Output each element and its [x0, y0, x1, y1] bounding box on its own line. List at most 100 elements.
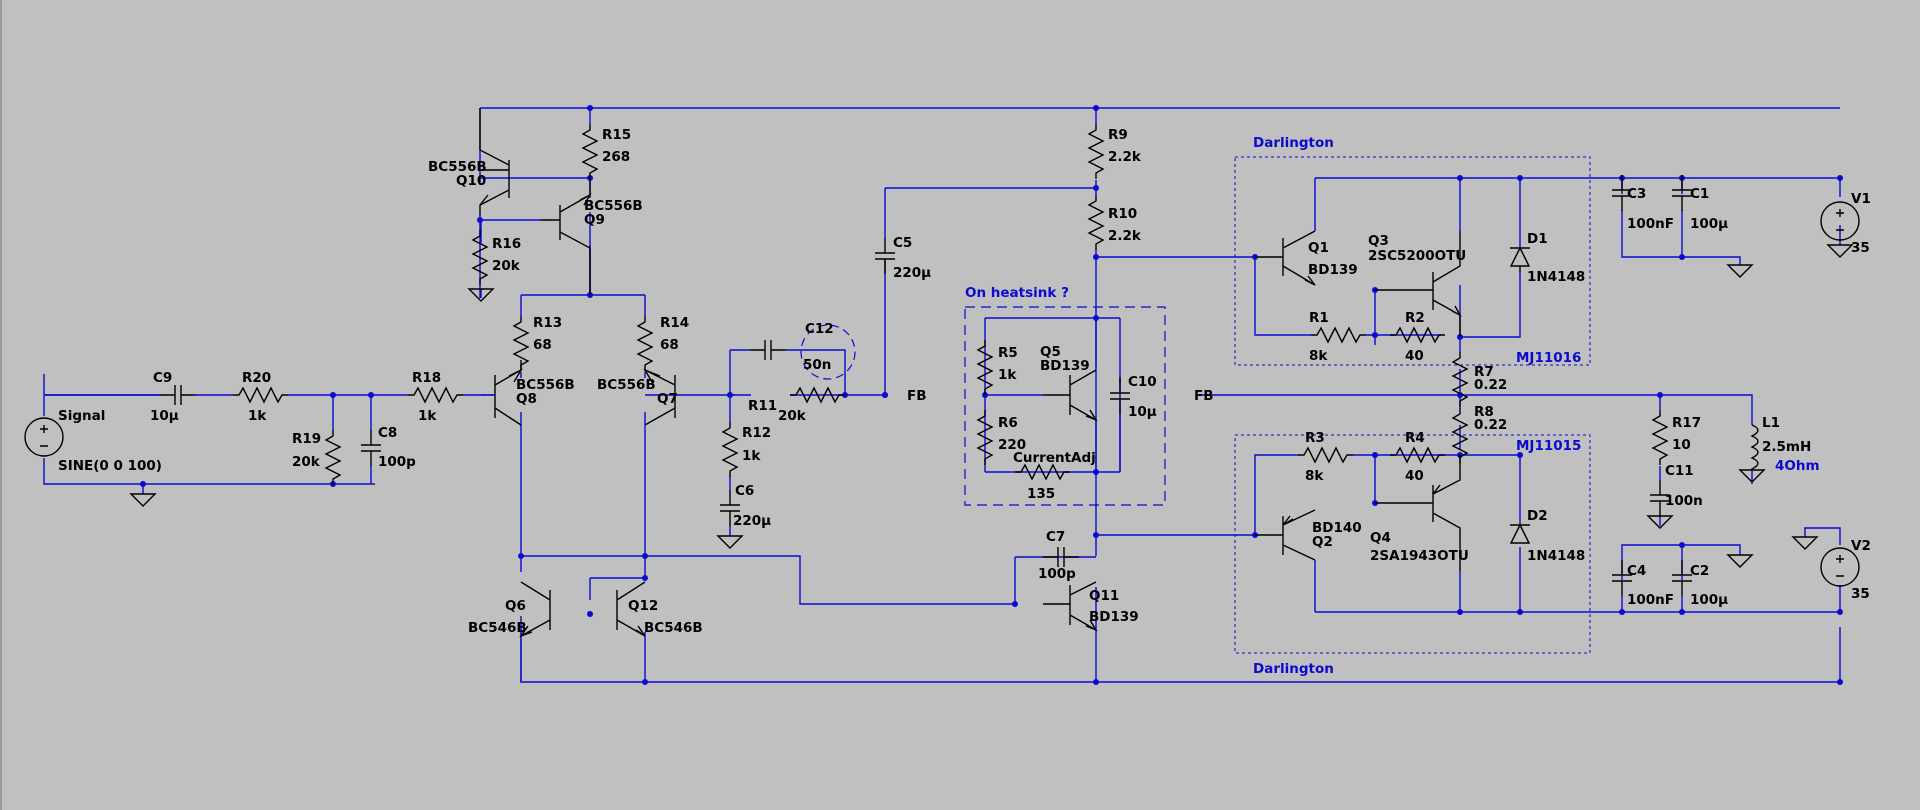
q3-name-label: Q3 — [1368, 233, 1389, 249]
load-label: 4Ohm — [1775, 458, 1820, 474]
fb-net-label-left: FB — [907, 388, 927, 404]
c9-name-label: C9 — [153, 370, 172, 386]
heatsink-box — [964, 306, 1166, 506]
r19-name-label: R19 — [292, 431, 321, 447]
r2-value-label: 40 — [1405, 348, 1424, 364]
q6-name-label: Q6 — [505, 598, 526, 614]
d2-name-label: D2 — [1527, 508, 1548, 524]
q2-transistor-icon — [1255, 509, 1316, 561]
r7-value-label: 0.22 — [1474, 377, 1507, 393]
r11-value-label: 20k — [778, 408, 807, 424]
r14-resistor-icon — [637, 315, 653, 372]
r13-name-label: R13 — [533, 315, 562, 331]
darlington-bottom-box — [1234, 434, 1591, 654]
d1-name-label: D1 — [1527, 231, 1548, 247]
q6-transistor-icon — [519, 581, 551, 638]
c6-value-label: 220µ — [733, 513, 771, 529]
fb-net-label-right: FB — [1194, 388, 1214, 404]
q4-name-label: Q4 — [1370, 530, 1391, 546]
r6-value-label: 220 — [998, 437, 1026, 453]
window-left-border — [0, 0, 2, 810]
darlington-top-box — [1234, 156, 1591, 366]
r8-name-label: R8 — [1474, 404, 1494, 420]
r10-value-label: 2.2k — [1108, 228, 1142, 244]
r17-resistor-icon — [1652, 409, 1668, 466]
currentadj-name-label: CurrentAdj — [1013, 450, 1096, 466]
on-heatsink-label: On heatsink ? — [965, 285, 1069, 301]
c12-value-label: 50n — [803, 357, 831, 373]
q4-value-label: 2SA1943OTU — [1370, 548, 1469, 564]
r12-name-label: R12 — [742, 425, 771, 441]
r4-value-label: 40 — [1405, 468, 1424, 484]
c6-name-label: C6 — [735, 483, 754, 499]
c12-name-label: C12 — [805, 321, 834, 337]
r9-value-label: 2.2k — [1108, 149, 1142, 165]
c4-value-label: 100nF — [1627, 592, 1674, 608]
q8-name-label: Q8 — [516, 391, 537, 407]
r20-name-label: R20 — [242, 370, 271, 386]
q11-transistor-icon — [1043, 581, 1098, 632]
c7-value-label: 100p — [1038, 566, 1076, 582]
r8-value-label: 0.22 — [1474, 417, 1507, 433]
r17-name-label: R17 — [1672, 415, 1701, 431]
q10-transistor-icon — [479, 108, 510, 215]
wires — [43, 107, 1841, 683]
c2-value-label: 100µ — [1690, 592, 1728, 608]
r20-resistor-icon — [232, 387, 289, 403]
r5-value-label: 1k — [998, 367, 1017, 383]
q7-transistor-icon — [643, 368, 676, 426]
q7-name-label: Q7 — [657, 391, 678, 407]
l1-name-label: L1 — [1762, 415, 1780, 431]
c8-name-label: C8 — [378, 425, 397, 441]
q1-value-label: BD139 — [1308, 262, 1358, 278]
r11-name-label: R11 — [748, 398, 777, 414]
l1-value-label: 2.5mH — [1762, 439, 1811, 455]
r20-value-label: 1k — [248, 408, 267, 424]
signal-name-label: Signal — [58, 408, 105, 424]
c9-value-label: 10µ — [150, 408, 179, 424]
component-labels: Signal SINE(0 0 100) C9 10µ R20 1k R19 2… — [58, 127, 1871, 636]
r7-name-label: R7 — [1474, 364, 1494, 380]
c9-capacitor-icon — [159, 384, 197, 406]
mj11015-label: MJ11015 — [1516, 438, 1581, 454]
q10-name-label: Q10 — [456, 173, 486, 189]
q12-value-label: BC546B — [644, 620, 703, 636]
q8-transistor-icon — [494, 360, 523, 426]
r18-resistor-icon — [407, 387, 464, 403]
r6-name-label: R6 — [998, 415, 1018, 431]
signal-value-label: SINE(0 0 100) — [58, 458, 162, 474]
v1-value-label: 35 — [1851, 240, 1870, 256]
annotations: Darlington Darlington On heatsink ? MJ11… — [965, 135, 1820, 677]
ground-icon — [1827, 244, 1853, 258]
r1-resistor-icon — [1310, 327, 1367, 343]
d1-value-label: 1N4148 — [1527, 269, 1585, 285]
currentadj-value-label: 135 — [1027, 486, 1055, 502]
ground-icon — [717, 535, 743, 549]
q4-transistor-icon — [1375, 455, 1461, 571]
c2-name-label: C2 — [1690, 563, 1709, 579]
r15-name-label: R15 — [602, 127, 631, 143]
q3-value-label: 2SC5200OTU — [1368, 248, 1466, 264]
q12-transistor-icon — [616, 581, 646, 637]
r3-name-label: R3 — [1305, 430, 1325, 446]
r9-name-label: R9 — [1108, 127, 1128, 143]
c11-name-label: C11 — [1665, 463, 1694, 479]
r10-resistor-icon — [1088, 194, 1104, 251]
r18-name-label: R18 — [412, 370, 441, 386]
q5-name-label: Q5 — [1040, 344, 1061, 360]
r12-value-label: 1k — [742, 448, 761, 464]
r9-resistor-icon — [1088, 123, 1104, 180]
c4-name-label: C4 — [1627, 563, 1646, 579]
c10-value-label: 10µ — [1128, 404, 1157, 420]
r12-resistor-icon — [722, 421, 738, 478]
c12-highlight-circle — [800, 324, 856, 380]
ground-icon — [130, 493, 156, 507]
c5-capacitor-icon — [874, 237, 896, 275]
c1-value-label: 100µ — [1690, 216, 1728, 232]
q1-transistor-icon — [1255, 230, 1316, 286]
q3-transistor-icon — [1375, 231, 1462, 337]
subcircuit-boxes — [800, 156, 1591, 654]
c5-value-label: 220µ — [893, 265, 931, 281]
r16-name-label: R16 — [492, 236, 521, 252]
